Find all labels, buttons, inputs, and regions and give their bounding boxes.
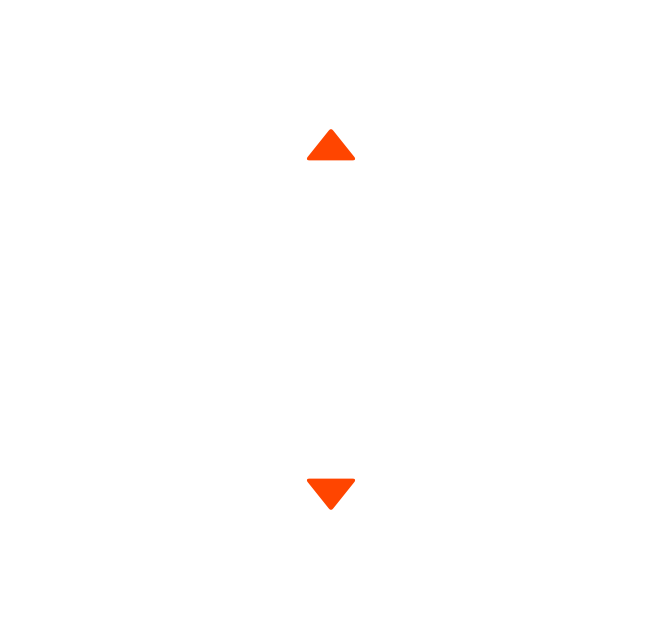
triangle-down-shape: [306, 478, 356, 510]
triangle-down-icon: [306, 478, 356, 510]
scroll-down-button[interactable]: [306, 478, 356, 512]
scroll-up-button[interactable]: [306, 127, 356, 161]
triangle-up-shape: [306, 129, 356, 161]
triangle-up-icon: [306, 129, 356, 161]
